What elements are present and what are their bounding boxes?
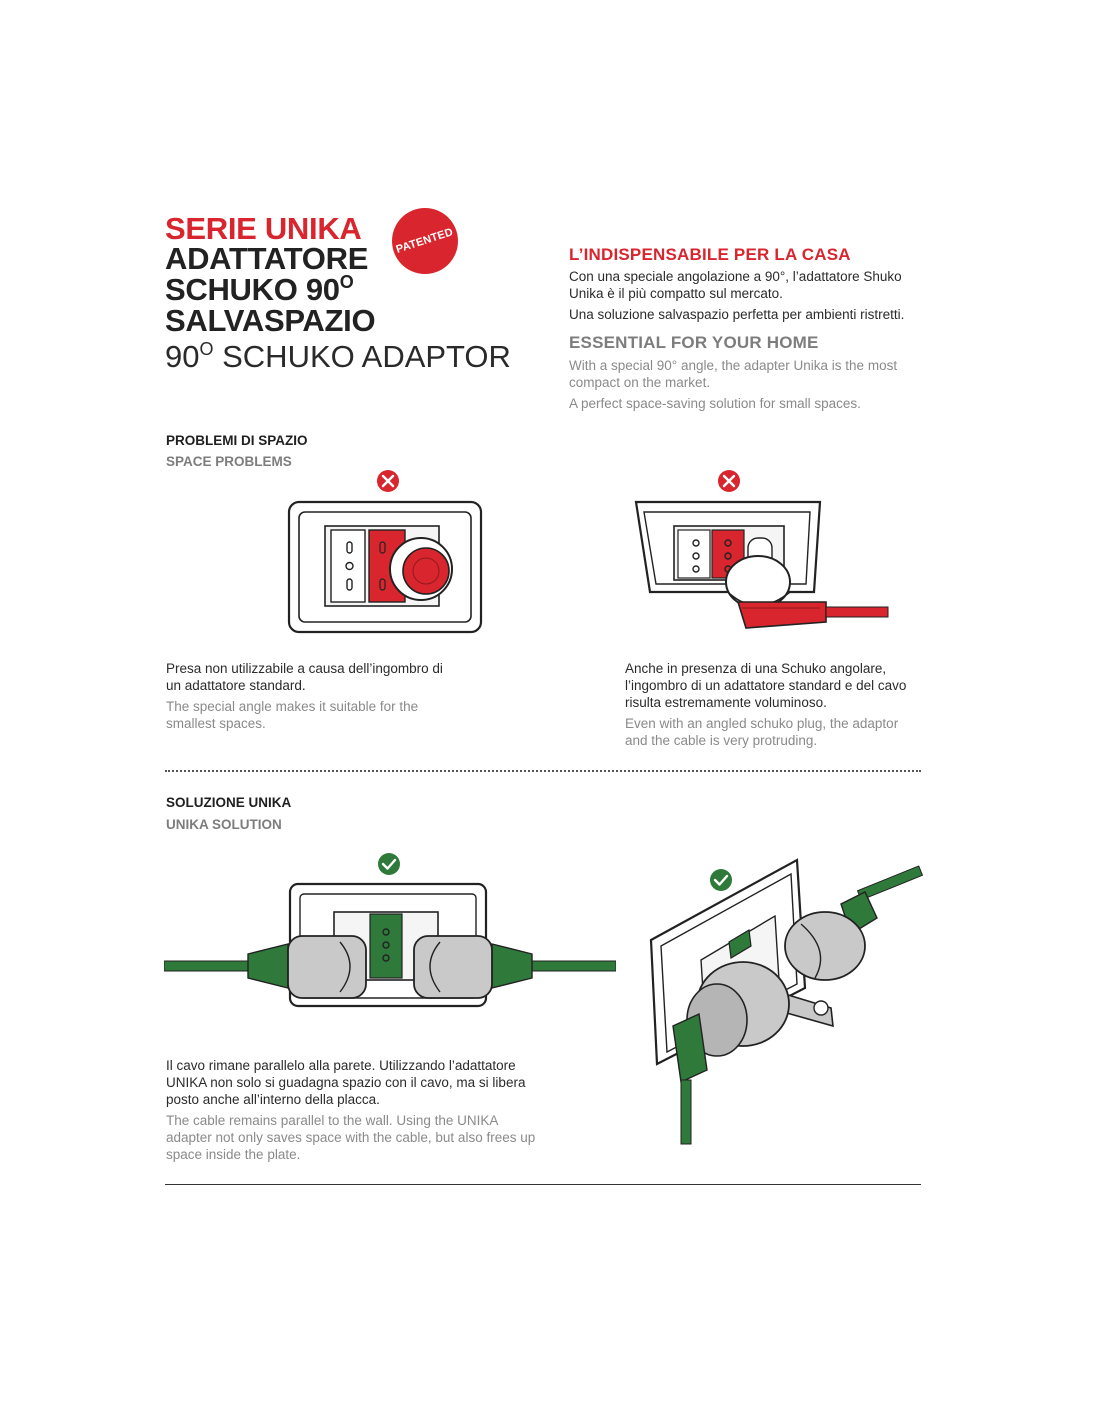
patented-badge-label: PATENTED [394,226,456,256]
solution-text-it: Il cavo rimane parallelo alla parete. Ut… [166,1058,526,1107]
solution-text-en: The cable remains parallel to the wall. … [166,1113,536,1162]
solution-title-it: SOLUZIONE UNIKA [166,795,292,810]
title-degree-sup: O [339,272,354,292]
intro-heading-it: L’INDISPENSABILE PER LA CASA [569,245,851,264]
illustration-standard-adapter [287,470,483,634]
check-icon [710,869,732,891]
problem-left-text-it: Presa non utilizzabile a causa dell’ingo… [166,661,443,693]
title-line-2-text: SCHUKO 90 [165,272,340,307]
title-line-2: SCHUKO 90O [165,272,354,307]
patented-badge: PATENTED [392,208,458,274]
intro-heading-en: ESSENTIAL FOR YOUR HOME [569,333,819,352]
footer-divider [165,1184,921,1185]
intro-paragraph-en-2: A perfect space-saving solution for smal… [569,396,861,411]
intro-paragraph-it-2: Una soluzione salvaspazio perfetta per a… [569,307,905,322]
series-title: SERIE UNIKA [165,211,362,246]
intro-paragraph-it-1: Con una speciale angolazione a 90°, l’ad… [569,269,902,301]
title-line-1: ADATTATORE [165,241,369,276]
title-line-3: SALVASPAZIO [165,303,376,338]
subtitle-number: 90 [165,339,200,374]
problems-title-en: SPACE PROBLEMS [166,454,292,469]
illustration-angled-schuko [634,470,889,629]
problem-right-text-en: Even with an angled schuko plug, the ada… [625,716,899,748]
check-icon [378,853,400,875]
subtitle-english: 90O SCHUKO ADAPTOR [165,340,511,374]
illustration-unika-front [164,853,616,1008]
problem-right-text-it: Anche in presenza di una Schuko angolare… [625,661,907,710]
problem-left-text-en: The special angle makes it suitable for … [166,699,419,731]
solution-title-en: UNIKA SOLUTION [166,817,282,832]
subtitle-degree-sup: O [199,339,214,359]
subtitle-rest: SCHUKO ADAPTOR [213,339,511,374]
illustration-unika-perspective [649,858,924,1145]
intro-paragraph-en-1: With a special 90° angle, the adapter Un… [569,358,898,390]
section-divider-dotted [165,770,921,772]
problems-title-it: PROBLEMI DI SPAZIO [166,433,308,448]
